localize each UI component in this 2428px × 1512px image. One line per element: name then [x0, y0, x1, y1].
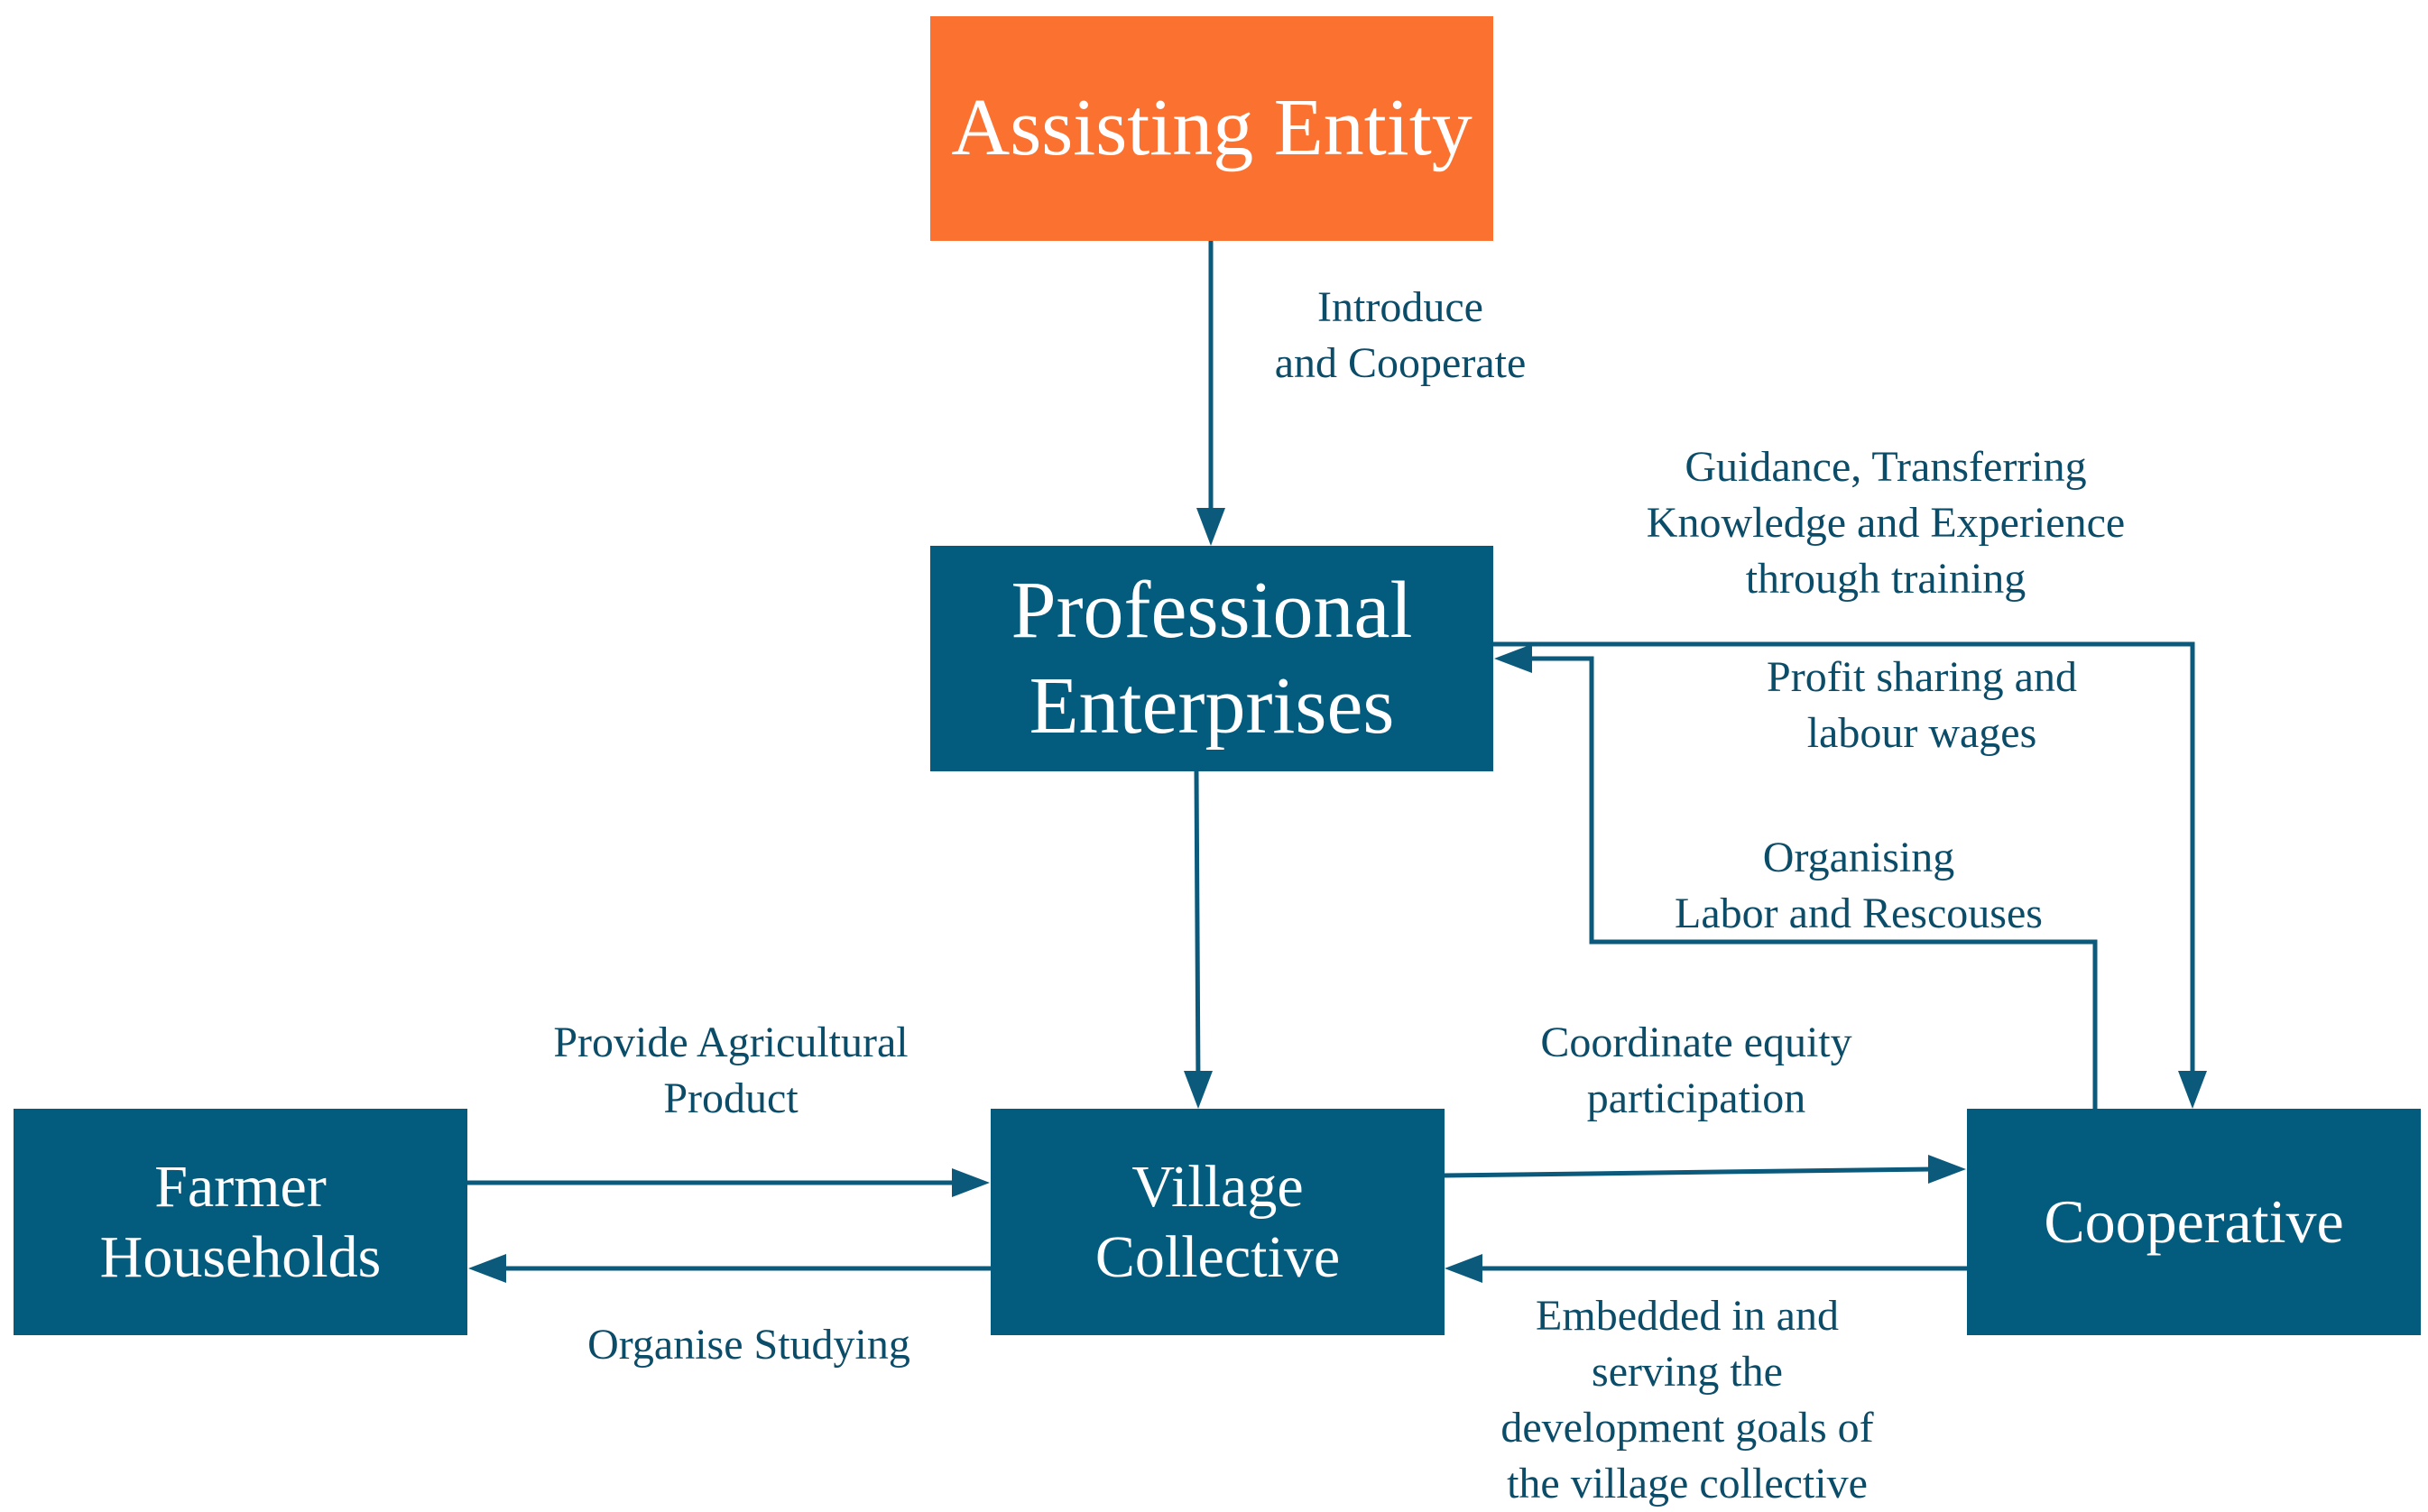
edge-label-profit-line2: labour wages: [1806, 709, 2037, 757]
node-farmer-households-line1: Farmer: [154, 1153, 327, 1220]
edge-label-coordinate-line2: participation: [1586, 1074, 1806, 1122]
arrowhead-village-top: [1184, 1071, 1213, 1109]
edge-label-organise-studying-line1: Organise Studying: [587, 1321, 910, 1369]
edge-label-organising-line1: Organising: [1762, 834, 1955, 881]
edge-label-provide: Provide Agricultural Product: [487, 1015, 974, 1127]
edge-label-profit-line1: Profit sharing and: [1767, 653, 2077, 701]
edge-label-provide-line1: Provide Agricultural: [553, 1019, 909, 1066]
arrowhead-enterprises-right: [1494, 644, 1532, 673]
edge-label-organise-studying: Organise Studying: [505, 1317, 992, 1373]
arrowhead-cooperative-left: [1928, 1155, 1966, 1184]
node-professional-enterprises: Professional Enterprises: [930, 546, 1493, 771]
edge-label-embedded-line3: development goals of: [1500, 1404, 1874, 1452]
edge-label-organising-line2: Labor and Rescouses: [1675, 890, 2043, 937]
edge-label-embedded-line2: serving the: [1592, 1348, 1783, 1396]
node-professional-enterprises-line2: Enterprises: [1029, 661, 1395, 751]
edge-label-guidance-line2: Knowledge and Experience: [1646, 499, 2126, 547]
edge-label-embedded-line4: the village collective: [1507, 1460, 1868, 1507]
node-cooperative: Cooperative: [1967, 1109, 2421, 1335]
arrowhead-enterprises-top: [1196, 508, 1225, 546]
edge-label-coordinate-line1: Coordinate equity: [1540, 1019, 1852, 1066]
edge-label-provide-line2: Product: [663, 1074, 799, 1122]
node-village-collective-line2: Collective: [1094, 1223, 1341, 1290]
arrow-village-to-cooperative: [1443, 1166, 1934, 1178]
arrowhead-farmers-right: [468, 1254, 506, 1283]
node-professional-enterprises-line1: Professional: [1011, 565, 1413, 655]
edge-label-embedded: Embedded in and serving the development …: [1435, 1288, 1940, 1512]
node-farmer-households-line2: Households: [99, 1223, 382, 1290]
arrow-cooperative-to-enterprises: [1523, 656, 2098, 1110]
arrowhead-village-left: [952, 1168, 990, 1197]
edge-label-embedded-line1: Embedded in and: [1536, 1292, 1839, 1340]
edge-label-guidance: Guidance, Transferring Knowledge and Exp…: [1597, 439, 2174, 607]
arrowhead-cooperative-top: [2178, 1071, 2207, 1109]
edge-label-introduce: Introduce and Cooperate: [1220, 280, 1581, 392]
arrow-enterprises-to-village: [1194, 770, 1201, 1088]
edge-label-introduce-line1: Introduce: [1317, 283, 1483, 331]
edge-label-organising: Organising Labor and Rescouses: [1606, 830, 2111, 942]
node-cooperative-label: Cooperative: [2044, 1187, 2344, 1257]
node-assisting-entity: Assisting Entity: [930, 16, 1493, 241]
arrow-enterprises-to-cooperative: [1493, 641, 2195, 1083]
edge-label-introduce-line2: and Cooperate: [1274, 339, 1527, 387]
arrowhead-village-right: [1445, 1254, 1482, 1283]
node-farmer-households: Farmer Households: [14, 1109, 467, 1335]
edge-label-guidance-line3: through training: [1745, 555, 2026, 603]
edge-label-guidance-line1: Guidance, Transferring: [1685, 443, 2087, 491]
edge-label-profit: Profit sharing and labour wages: [1669, 650, 2174, 761]
node-village-collective-line1: Village: [1131, 1153, 1304, 1220]
node-village-collective: Village Collective: [991, 1109, 1445, 1335]
edge-label-coordinate: Coordinate equity participation: [1462, 1015, 1931, 1127]
node-assisting-entity-label: Assisting Entity: [951, 83, 1472, 173]
